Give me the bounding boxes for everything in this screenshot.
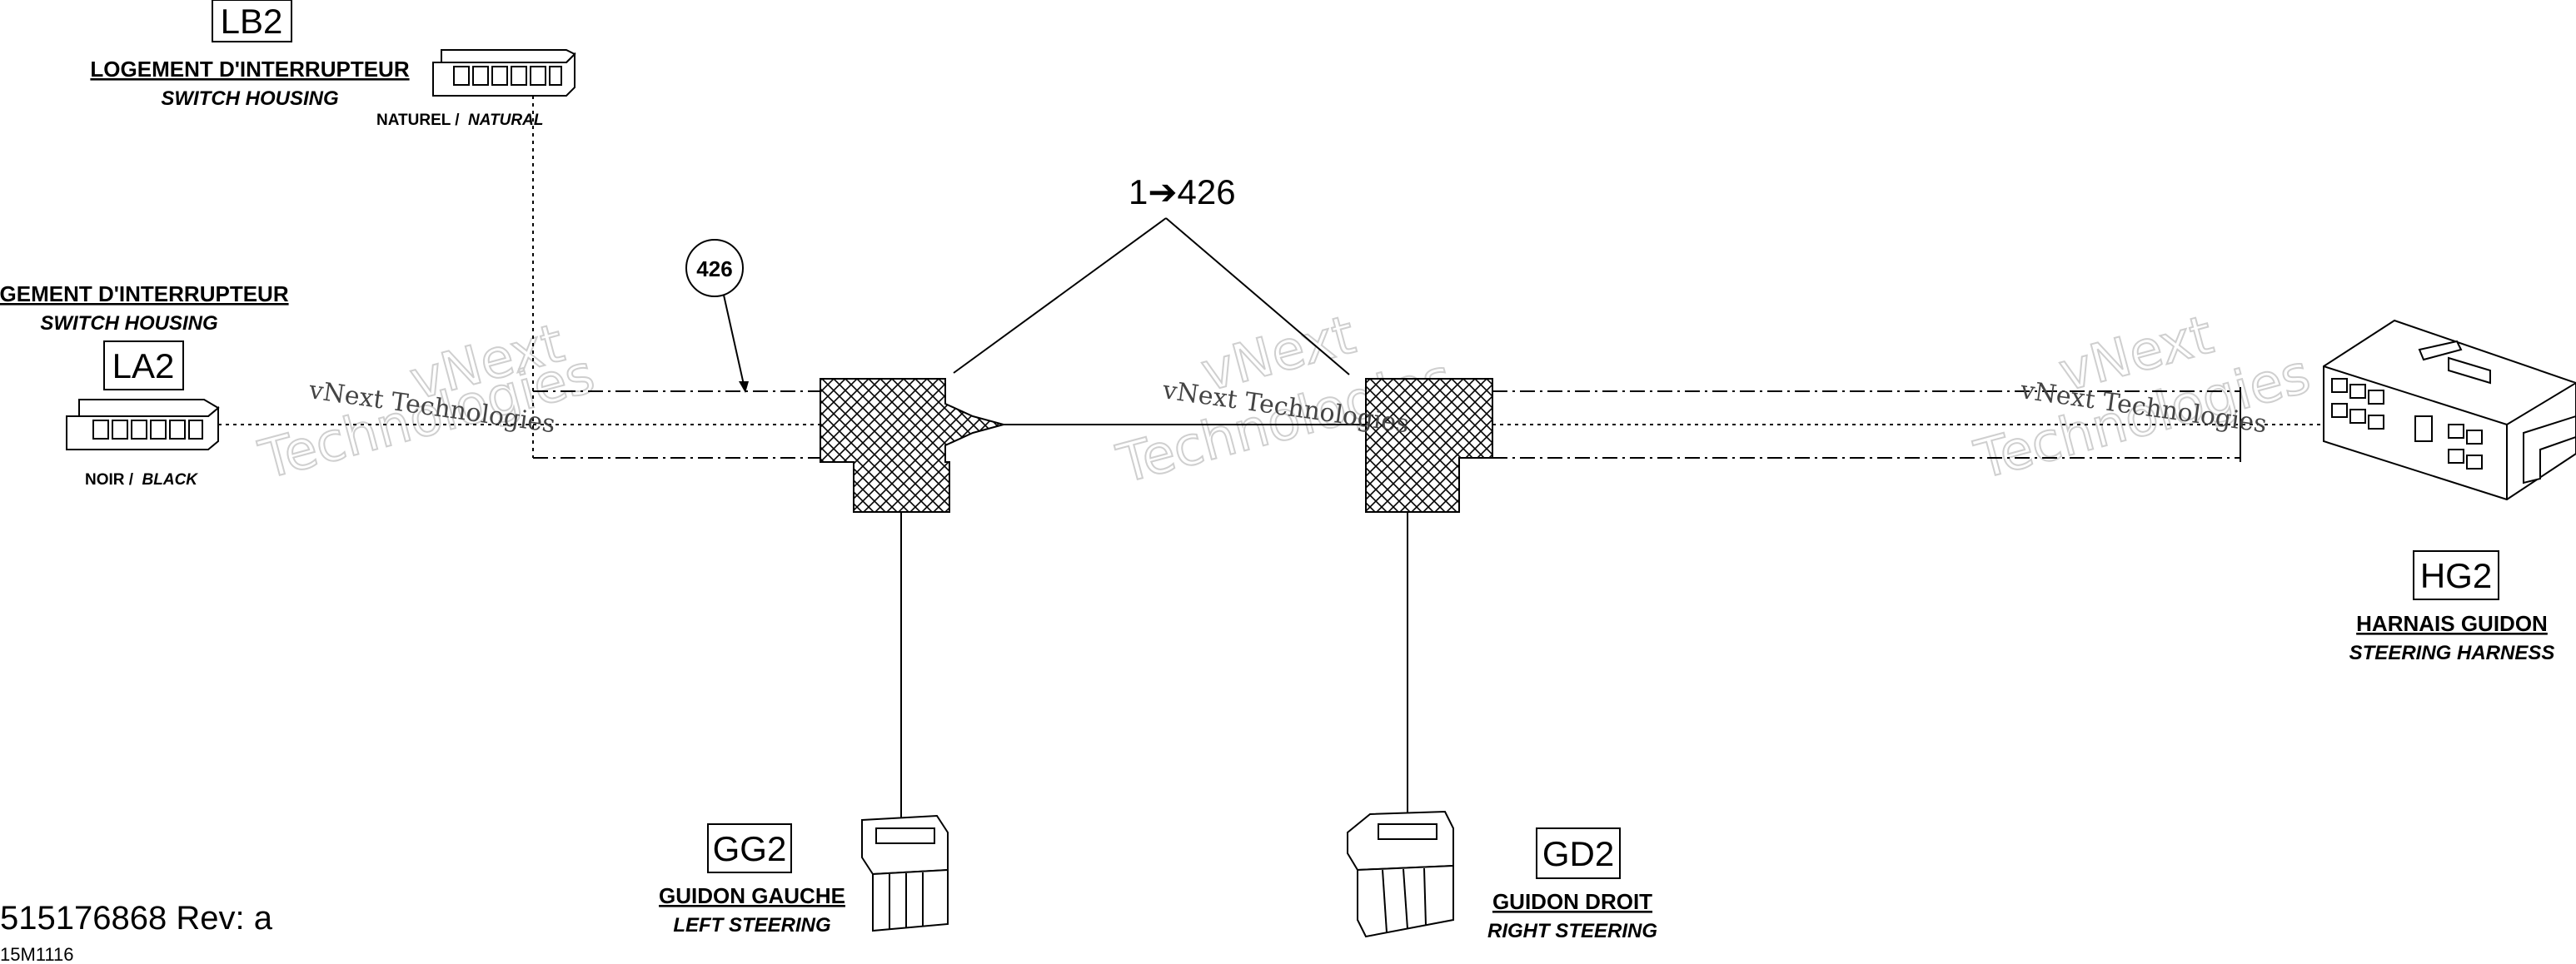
connector-id-box <box>707 823 792 873</box>
range-callout: 1➔426 <box>1129 172 1236 211</box>
connector-id: HG2 <box>2420 556 2492 595</box>
connector-name-fr: GUIDON GAUCHE <box>659 883 845 908</box>
connector-name-fr: HARNAIS GUIDON <box>2356 611 2548 636</box>
connector-hg2-shape <box>2323 319 2576 501</box>
connector-name-fr: GUIDON DROIT <box>1492 889 1652 914</box>
connector-la2-shape <box>66 399 220 450</box>
connector-id-box <box>1536 827 1621 879</box>
connector-name-en: RIGHT STEERING <box>1487 920 1657 942</box>
connector-id: GD2 <box>1542 834 1614 873</box>
connector-id: LA2 <box>112 346 175 385</box>
connector-name-fr: LOGEMENT D'INTERRUPTEUR <box>90 57 409 82</box>
connector-id-box <box>103 340 184 390</box>
right-splice <box>1365 378 1493 513</box>
connector-color: NOIR / BLACK <box>85 471 198 489</box>
connector-id-box <box>212 0 292 42</box>
connector-gg2: GG2 GUIDON GAUCHE LEFT STEERING <box>659 814 949 937</box>
item-bubble: 426 <box>685 239 744 297</box>
item-bubble-number: 426 <box>696 256 732 281</box>
connector-hg2: HG2 HARNAIS GUIDON STEERING HARNESS <box>2323 319 2576 664</box>
watermark: vNext Technologies vNext Technologies vN… <box>252 304 2317 497</box>
connector-color: NATUREL / NATURAL <box>376 112 543 129</box>
connector-name-en: LEFT STEERING <box>673 914 830 937</box>
part-number: 515176868 Rev: a <box>0 900 273 937</box>
connector-name-fr: LOGEMENT D'INTERRUPTEUR <box>0 281 289 306</box>
connector-gd2: GD2 GUIDON DROIT RIGHT STEERING <box>1347 810 1657 942</box>
connector-name-en: SWITCH HOUSING <box>40 312 217 335</box>
connector-gd2-shape <box>1347 810 1454 938</box>
connector-gg2-shape <box>861 814 949 932</box>
connector-name-en: STEERING HARNESS <box>2349 642 2555 664</box>
connector-lb2: LB2 LOGEMENT D'INTERRUPTEUR SWITCH HOUSI… <box>90 0 576 129</box>
wires <box>218 96 2324 820</box>
left-splice <box>820 378 1007 513</box>
figure-code: 15M1116 <box>0 944 73 964</box>
connector-id: LB2 <box>221 2 283 41</box>
connector-id-box <box>2413 550 2499 600</box>
connector-lb2-shape <box>432 49 576 97</box>
connector-id: GG2 <box>713 829 787 868</box>
connector-la2: LOGEMENT D'INTERRUPTEUR SWITCH HOUSING L… <box>0 281 289 489</box>
connector-name-en: SWITCH HOUSING <box>161 87 338 110</box>
